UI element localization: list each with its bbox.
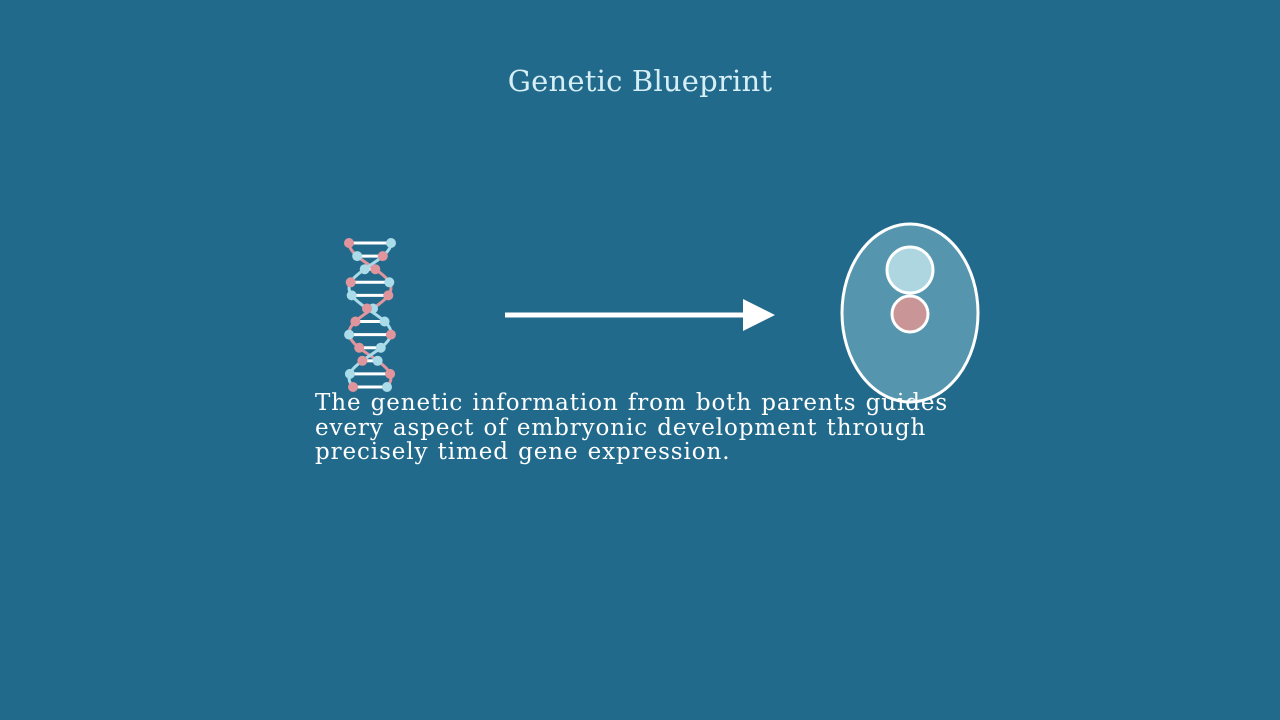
dna-node: [350, 316, 361, 327]
dna-node: [383, 290, 394, 301]
dna-node: [357, 355, 368, 366]
dna-node: [354, 342, 365, 353]
dna-node: [386, 238, 396, 248]
dna-node: [382, 382, 392, 392]
embryo-cell-icon: [840, 222, 980, 404]
dna-node: [344, 329, 355, 340]
dna-node: [344, 368, 355, 379]
dna-node: [370, 264, 381, 275]
dna-node: [352, 251, 363, 262]
right-arrow-icon: [505, 299, 775, 331]
dna-node: [377, 251, 388, 262]
dna-node: [344, 238, 354, 248]
dna-node: [385, 368, 396, 379]
dna-node: [359, 264, 370, 275]
dna-node: [345, 277, 356, 288]
caption: The genetic information from both parent…: [315, 390, 949, 465]
dna-node: [346, 290, 357, 301]
dna-node: [372, 355, 383, 366]
dna-node: [348, 382, 358, 392]
dna-helix-icon: [344, 238, 396, 392]
dna-node: [385, 329, 396, 340]
dna-node: [384, 277, 395, 288]
nucleus-blue: [885, 245, 935, 295]
dna-node: [379, 316, 390, 327]
slide-title: Genetic Blueprint: [507, 64, 773, 98]
nucleus-pink: [890, 294, 930, 334]
dna-node: [362, 303, 372, 314]
dna-node: [375, 342, 386, 353]
